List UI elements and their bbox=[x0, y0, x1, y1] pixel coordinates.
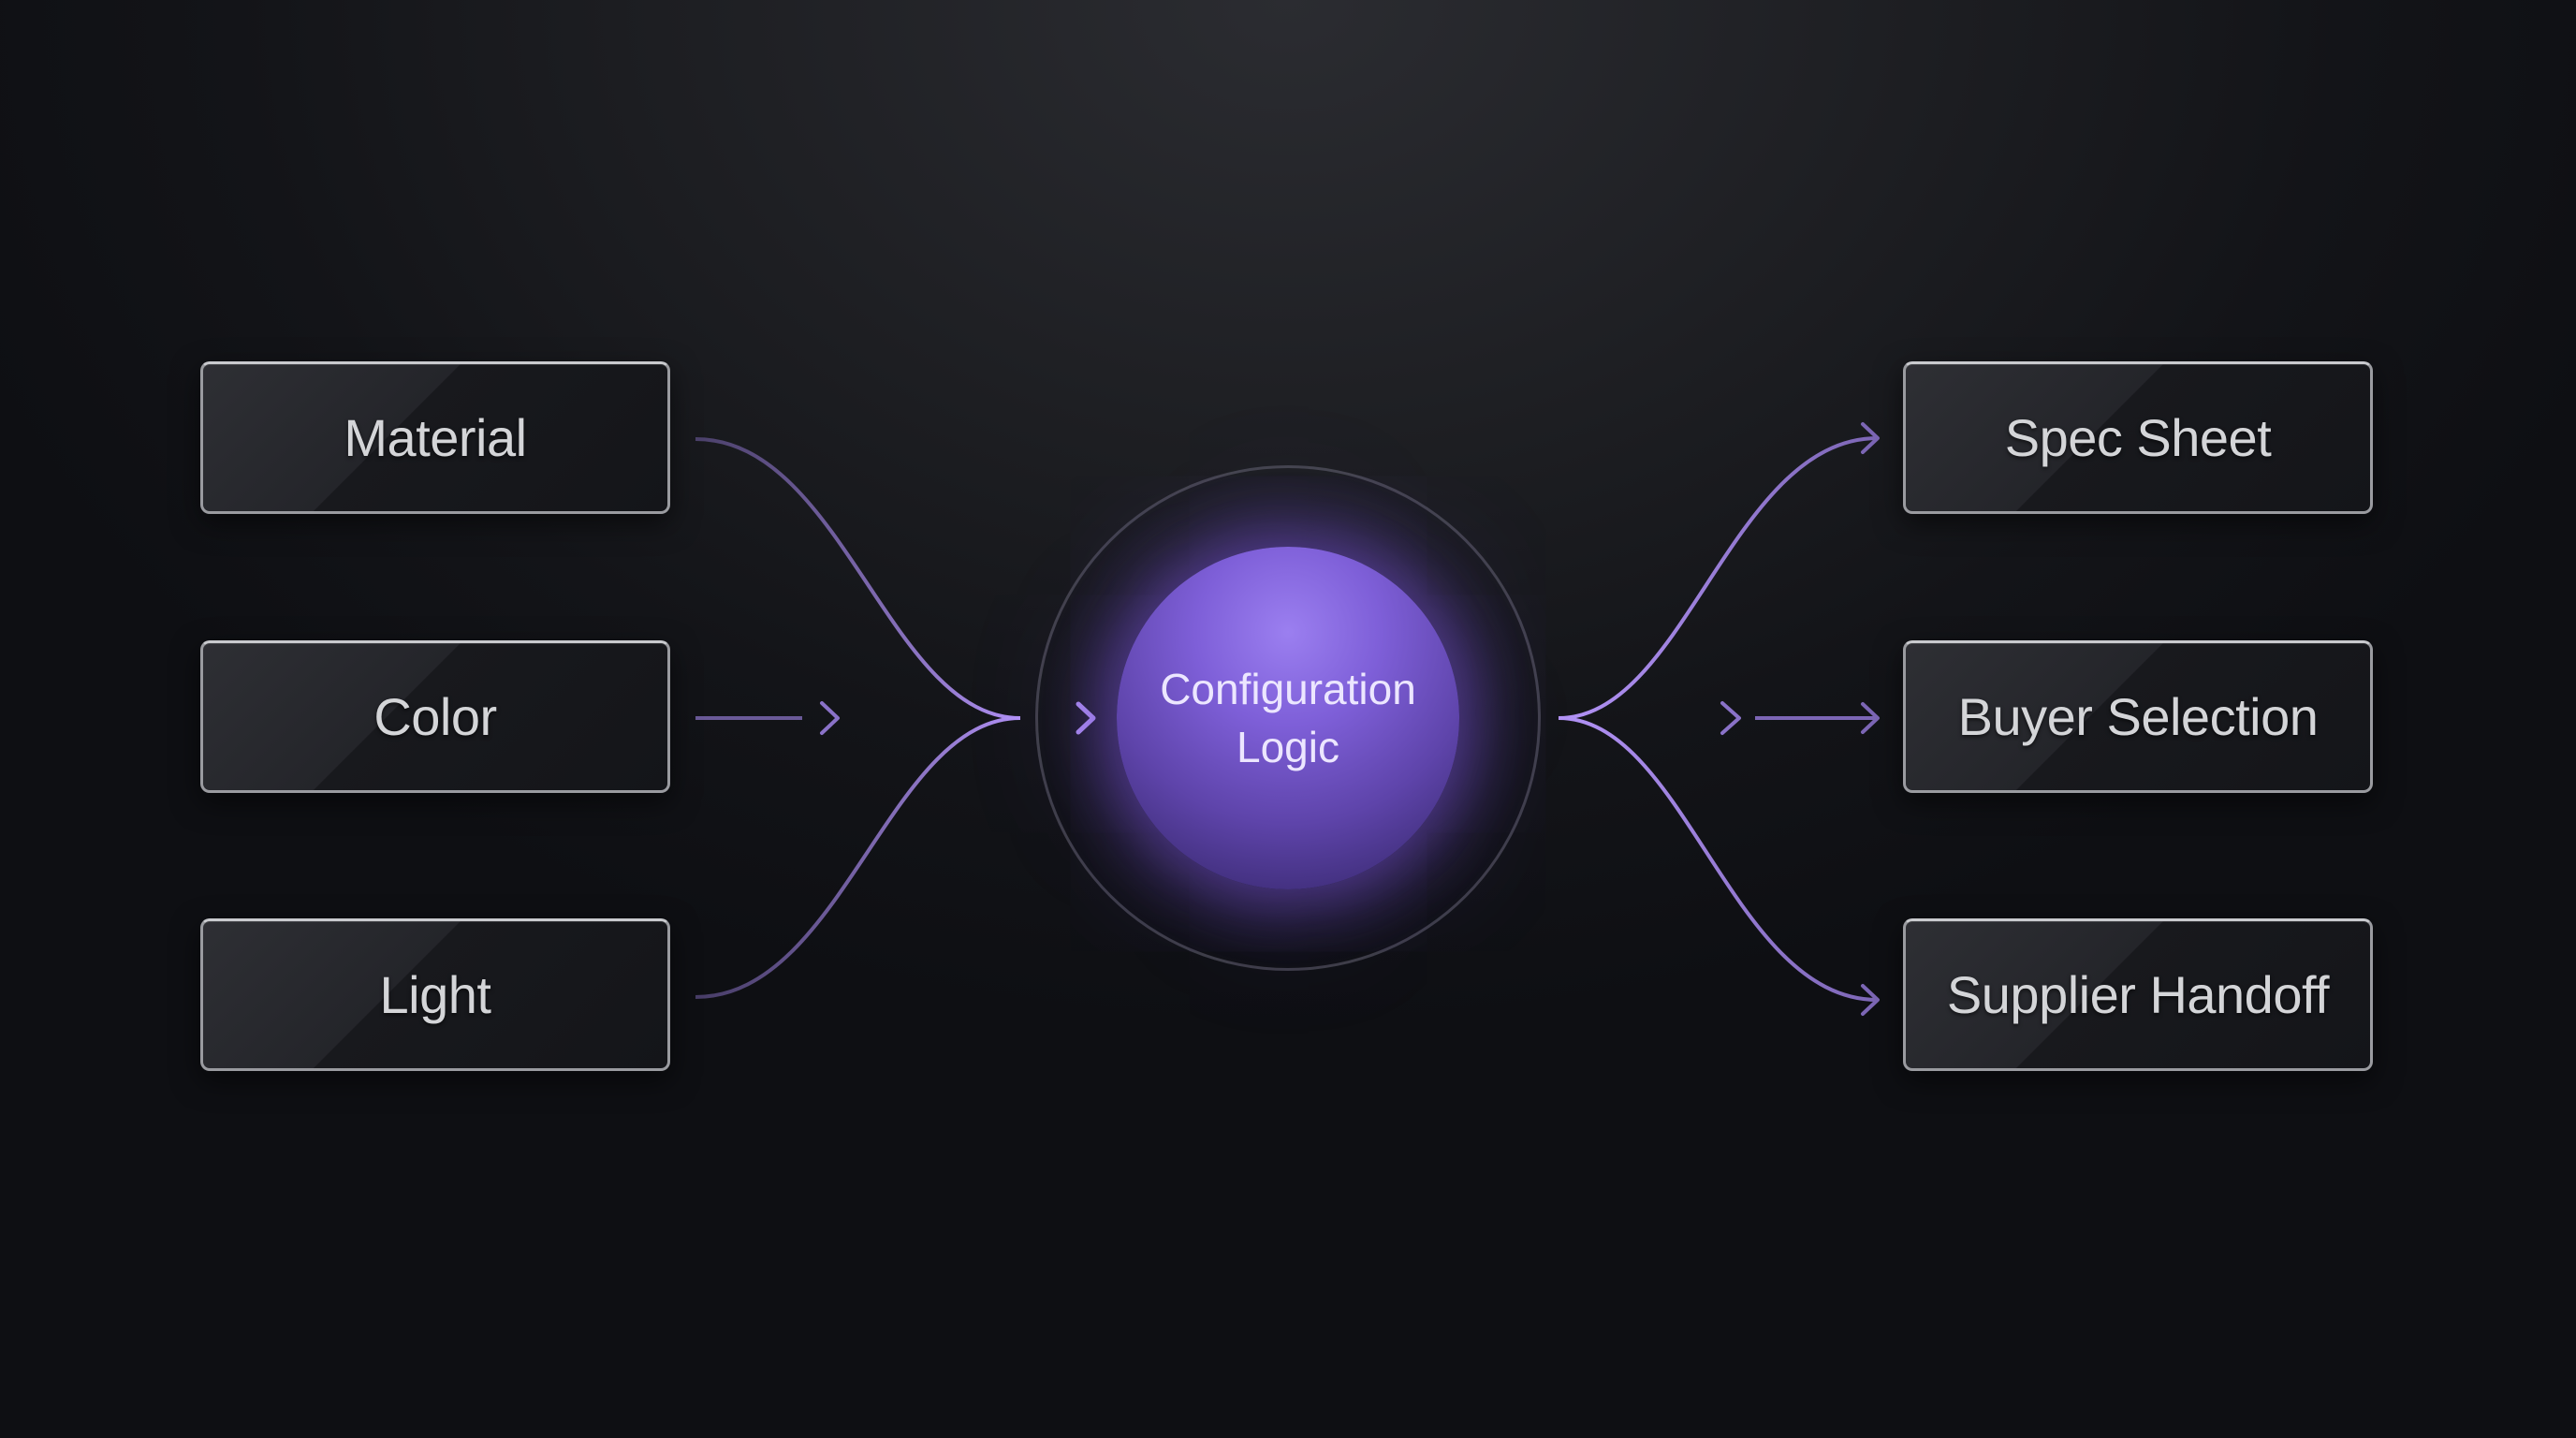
output-node-spec-sheet[interactable]: Spec Sheet bbox=[1903, 361, 2373, 514]
connector-spec-sheet bbox=[1558, 436, 1879, 720]
node-label: Material bbox=[344, 408, 527, 467]
node-label: Spec Sheet bbox=[2004, 408, 2272, 467]
output-node-supplier-handoff[interactable]: Supplier Handoff bbox=[1903, 918, 2373, 1071]
connector-material bbox=[695, 437, 1021, 720]
hub-label-line1: Configuration bbox=[1160, 665, 1416, 713]
arrow-head-icon bbox=[1861, 422, 1880, 454]
node-label: Color bbox=[373, 687, 497, 746]
input-node-material[interactable]: Material bbox=[200, 361, 670, 514]
input-node-color[interactable]: Color bbox=[200, 640, 670, 793]
node-label: Buyer Selection bbox=[1957, 687, 2319, 746]
node-label: Light bbox=[379, 965, 491, 1024]
node-label: Supplier Handoff bbox=[1946, 965, 2330, 1024]
connector-supplier-handoff bbox=[1558, 716, 1879, 1002]
output-node-buyer-selection[interactable]: Buyer Selection bbox=[1903, 640, 2373, 793]
hub-label-line2: Logic bbox=[1237, 723, 1339, 771]
arrow-head-icon bbox=[1861, 984, 1880, 1016]
arrow-head-icon bbox=[1861, 702, 1880, 734]
chevron-right-icon bbox=[1720, 701, 1741, 735]
chevron-right-icon bbox=[820, 701, 840, 735]
input-node-light[interactable]: Light bbox=[200, 918, 670, 1071]
configuration-logic-hub[interactable]: Configuration Logic bbox=[1117, 547, 1459, 889]
connector-light bbox=[695, 716, 1021, 999]
